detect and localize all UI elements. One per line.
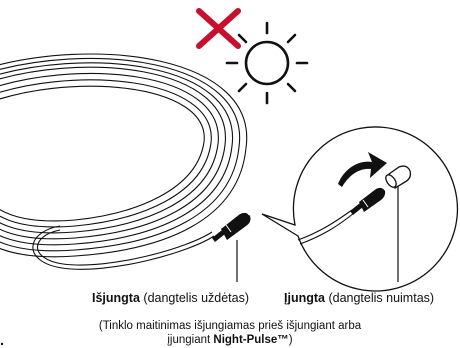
cable-coil [0, 54, 247, 257]
sun-icon [227, 23, 307, 103]
note-line-1: (Tinklo maitinimas išjungiamas prieš išj… [0, 319, 460, 333]
caption-on-detail: (dangtelis nuimtas) [328, 291, 434, 305]
note-product-name: Night-Pulse™ [213, 334, 288, 346]
caption-off-detail: (dangtelis uždėtas) [143, 291, 249, 305]
caption-off-state: Išjungta [92, 291, 140, 305]
caption-cap-off-state: Įjungta (dangtelis nuimtas) [284, 291, 434, 305]
plug-cap-on [212, 212, 251, 242]
power-note: (Tinklo maitinimas išjungiamas prieš išj… [0, 319, 460, 347]
caption-on-state: Įjungta [284, 291, 325, 305]
red-cross-icon [199, 11, 238, 46]
note-line-2-prefix: įjungiant [167, 334, 213, 346]
note-line-2: įjungiant Night-Pulse™) [0, 333, 460, 347]
caption-cap-on-state: Išjungta (dangtelis uždėtas) [92, 291, 249, 305]
note-line-2-suffix: ) [289, 334, 293, 346]
